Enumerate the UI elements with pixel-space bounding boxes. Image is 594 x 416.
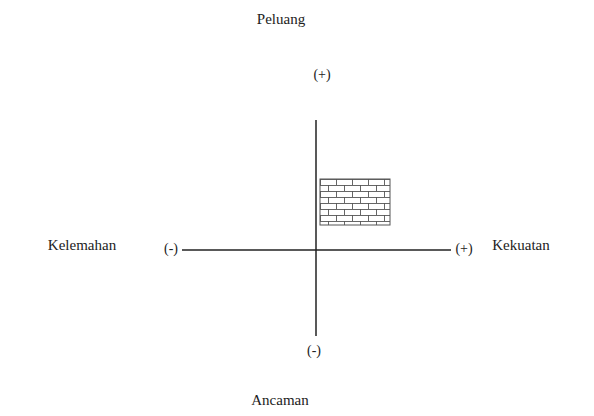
weakness-label: Kelemahan: [48, 237, 116, 254]
vertical-axis: [315, 120, 317, 336]
axis-sign: (-): [307, 343, 321, 359]
strength-label: Kekuatan: [492, 237, 549, 254]
horizontal-axis: [182, 249, 451, 251]
position-marker: [320, 179, 390, 225]
opportunity-label: Peluang: [257, 11, 305, 28]
threat-label: Ancaman: [251, 392, 308, 409]
axis-sign: (+): [313, 67, 330, 83]
axis-sign: (+): [455, 241, 472, 257]
axis-sign: (-): [164, 241, 178, 257]
